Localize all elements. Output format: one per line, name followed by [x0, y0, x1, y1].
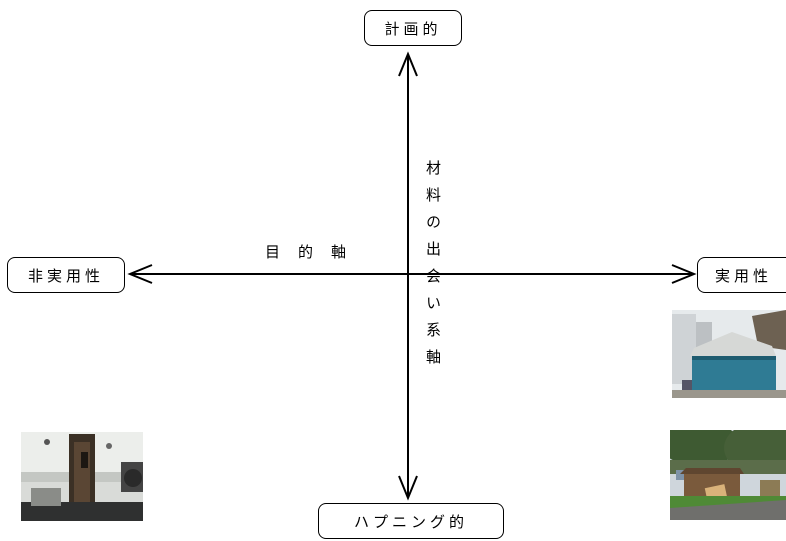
axis-label-planned: 計画的	[364, 10, 462, 46]
arrow-left-icon	[127, 264, 153, 284]
arrow-right-icon	[671, 264, 697, 284]
horizontal-axis-title: 目的軸	[265, 243, 365, 261]
photo-blue-shed	[672, 310, 786, 398]
photo-lab-interior	[21, 432, 143, 521]
vertical-axis-title: 材料の出会い系軸	[424, 160, 442, 376]
axis-label-impractical: 非実用性	[7, 257, 125, 293]
photo-wooden-hut	[670, 430, 786, 520]
axis-label-practical: 実用性	[697, 257, 786, 293]
arrow-down-icon	[398, 475, 418, 501]
axis-label-happening: ハプニング的	[318, 503, 504, 539]
arrow-up-icon	[398, 51, 418, 77]
